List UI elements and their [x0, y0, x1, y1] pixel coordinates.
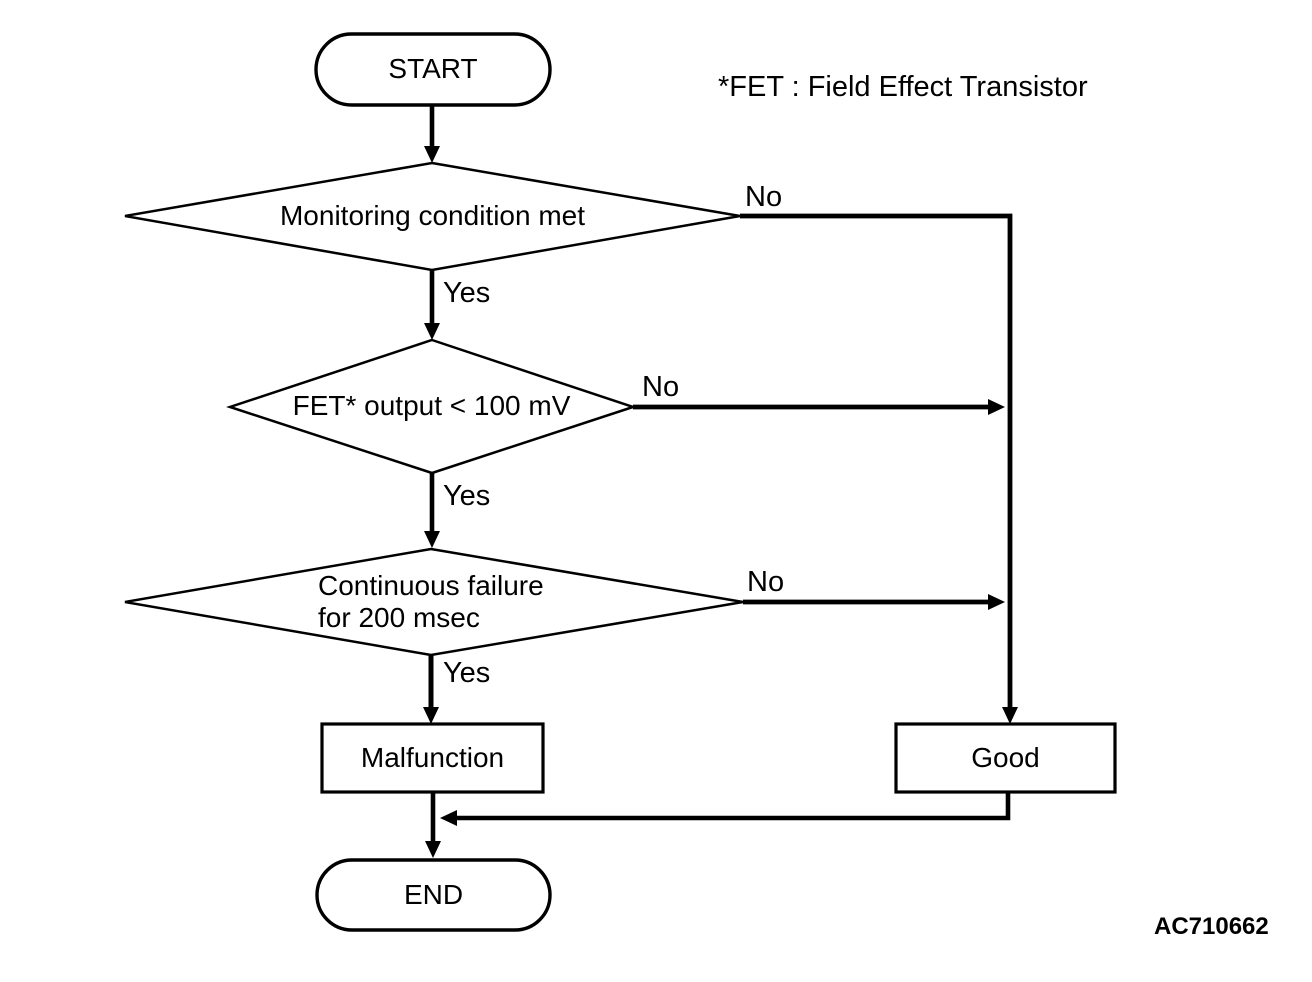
decision2-label: FET* output < 100 mV	[292, 390, 571, 422]
decision3-diamond-shape	[124, 547, 744, 657]
end-node-label: END	[403, 878, 464, 910]
decision2-no-label: No	[642, 371, 680, 403]
arrowhead-decision3-no	[988, 594, 1005, 610]
decision2-yes-label: Yes	[443, 480, 491, 512]
malfunction-node-label: Malfunction	[360, 741, 505, 773]
decision1-no-label: No	[745, 181, 783, 213]
arrowhead-decision2-yes	[424, 531, 440, 548]
arrowhead-decision2-no	[988, 399, 1005, 415]
decision3-label: Continuous failure for 200 msec	[318, 570, 544, 634]
arrowhead-good-merge	[440, 810, 457, 826]
arrowhead-decision1-yes	[424, 323, 440, 340]
decision1-diamond-shape	[124, 161, 741, 272]
decision1-label: Monitoring condition met	[279, 200, 586, 232]
arrowhead-start-to-decision1	[424, 146, 440, 163]
malfunction-process-shape	[320, 722, 545, 794]
decision3-yes-label: Yes	[443, 657, 491, 689]
decision3-no-label: No	[747, 566, 785, 598]
arrowhead-into-good	[1002, 707, 1018, 724]
end-terminator-shape	[315, 858, 552, 932]
start-terminator-shape	[314, 32, 552, 107]
edge-decision1-no	[740, 213, 1013, 707]
decision1-yes-label: Yes	[443, 277, 491, 309]
arrowhead-into-end	[425, 841, 441, 858]
good-node-label: Good	[971, 741, 1040, 773]
good-process-shape	[894, 722, 1117, 794]
decision3-label-line2: for 200 msec	[318, 602, 480, 633]
fet-footnote: *FET : Field Effect Transistor	[718, 71, 1088, 103]
decision3-label-line1: Continuous failure	[318, 570, 544, 601]
figure-code: AC710662	[1154, 913, 1269, 940]
arrowhead-decision3-yes	[423, 707, 439, 724]
edge-good-to-merge	[456, 792, 1011, 821]
start-node-label: START	[388, 53, 478, 85]
decision2-diamond-shape	[226, 338, 637, 475]
